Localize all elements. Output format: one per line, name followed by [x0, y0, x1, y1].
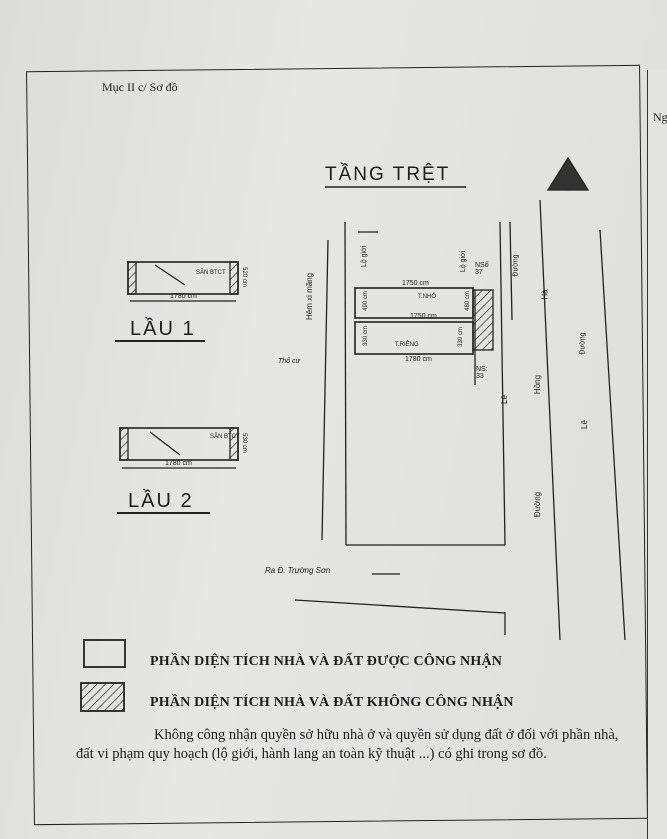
street-name-ha: Hà [540, 289, 550, 300]
ground-width-bottom: 1780 cm [405, 356, 432, 363]
adjacent-page-text: Ng [653, 110, 667, 124]
legend-recognized-label: PHẦN DIỆN TÍCH NHÀ VÀ ĐẤT ĐƯỢC CÔNG NHẬN [150, 654, 503, 669]
floor2-depth: 530 cm [240, 433, 247, 453]
ground-depth-back: 330 cm [362, 326, 369, 346]
ground-depth-front: 490 cm [362, 291, 369, 311]
street-name-hong: Hồng [533, 374, 543, 395]
ground-floor-title: TẦNG TRỆT [325, 164, 451, 185]
legend-box-unrecognized [80, 682, 125, 712]
street-label-bottom: Đường [533, 491, 543, 518]
floor1-depth: 520 cm [240, 267, 247, 287]
floor2-title: LẦU 2 [128, 490, 194, 512]
floor1-yard: SÂN BTCT [196, 270, 226, 276]
street-top-label: Đường [512, 254, 520, 277]
room-private-label: T.RIÊNG [395, 342, 419, 348]
floor2-yard: SÂN BTCT [210, 434, 240, 440]
floor1-title: LẦU 1 [130, 318, 196, 340]
ground-depth-right2: 330 cm [457, 327, 464, 347]
ground-depth-right1: 480 cm [464, 291, 471, 311]
house-number-37: NSố 37 [475, 262, 489, 276]
ground-width-mid: 1750 cm [410, 313, 437, 320]
legal-note: Không công nhận quyền sở hữu nhà ở và qu… [76, 727, 619, 762]
legend-unrecognized-label: PHẦN DIỆN TÍCH NHÀ VÀ ĐẤT KHÔNG CÔNG NHẬ… [150, 695, 514, 710]
street-far-le: Lê [579, 420, 589, 429]
section-title: Mục II c/ Sơ đồ [102, 80, 178, 94]
ground-width-top: 1750 cm [402, 280, 429, 287]
alley-label: Hẻm xi măng [305, 272, 314, 320]
setback-right-label: Lộ giới [460, 250, 468, 273]
floor2-width: 1780 cm [165, 460, 192, 467]
legend-box-recognized [83, 639, 126, 668]
room-small-label: T.NHỎ [418, 294, 436, 300]
adjacent-page: Ng [647, 70, 667, 839]
land-type-label: Thổ cư [278, 358, 300, 365]
street-far-duong: Đường [579, 332, 587, 355]
street-name-le: Lê [499, 395, 509, 404]
floor1-width: 1780 cm [170, 293, 197, 300]
house-number-33: NS: 33 [476, 366, 488, 380]
direction-note: Ra Đ. Trường Sơn [265, 566, 331, 575]
setback-left-label: Lộ giới [361, 245, 369, 268]
